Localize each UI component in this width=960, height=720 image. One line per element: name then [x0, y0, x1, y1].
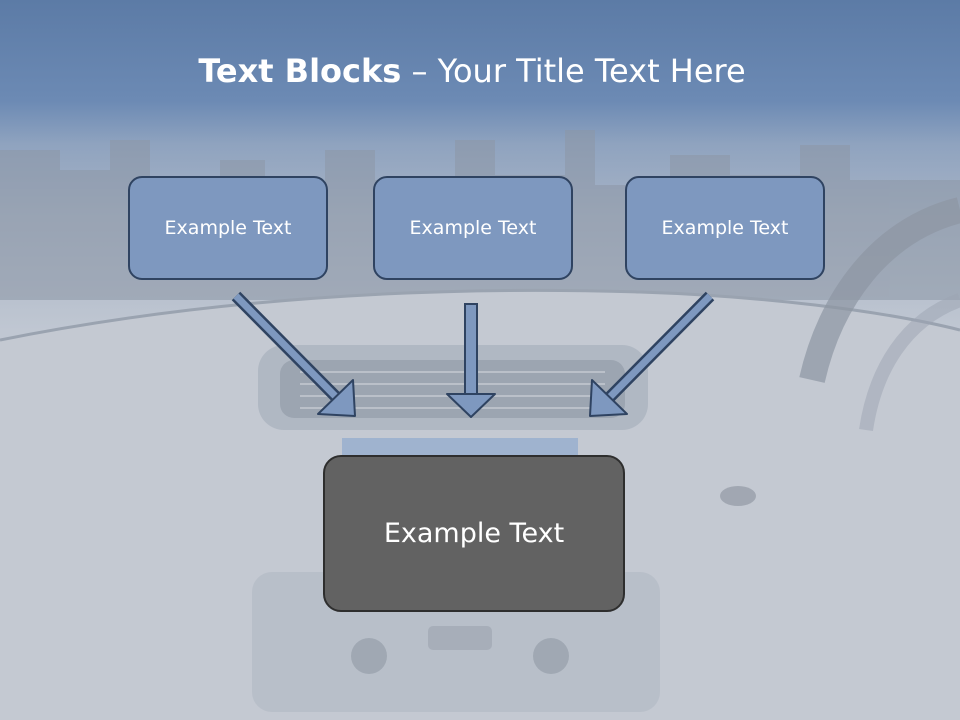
text-block-2-label: Example Text [409, 217, 537, 239]
arrow-right [589, 291, 715, 417]
arrow-left [231, 291, 356, 417]
slide-title: Text Blocks – Your Title Text Here [0, 52, 944, 90]
arrow-center [446, 303, 496, 418]
text-block-3[interactable]: Example Text [625, 176, 825, 280]
text-block-2[interactable]: Example Text [373, 176, 573, 280]
text-block-1-label: Example Text [164, 217, 292, 239]
text-block-1[interactable]: Example Text [128, 176, 328, 280]
title-bold: Text Blocks [198, 52, 402, 90]
main-text-block-label: Example Text [383, 518, 565, 549]
main-text-block[interactable]: Example Text [323, 455, 625, 612]
text-block-3-label: Example Text [661, 217, 789, 239]
title-rest: – Your Title Text Here [401, 52, 746, 90]
